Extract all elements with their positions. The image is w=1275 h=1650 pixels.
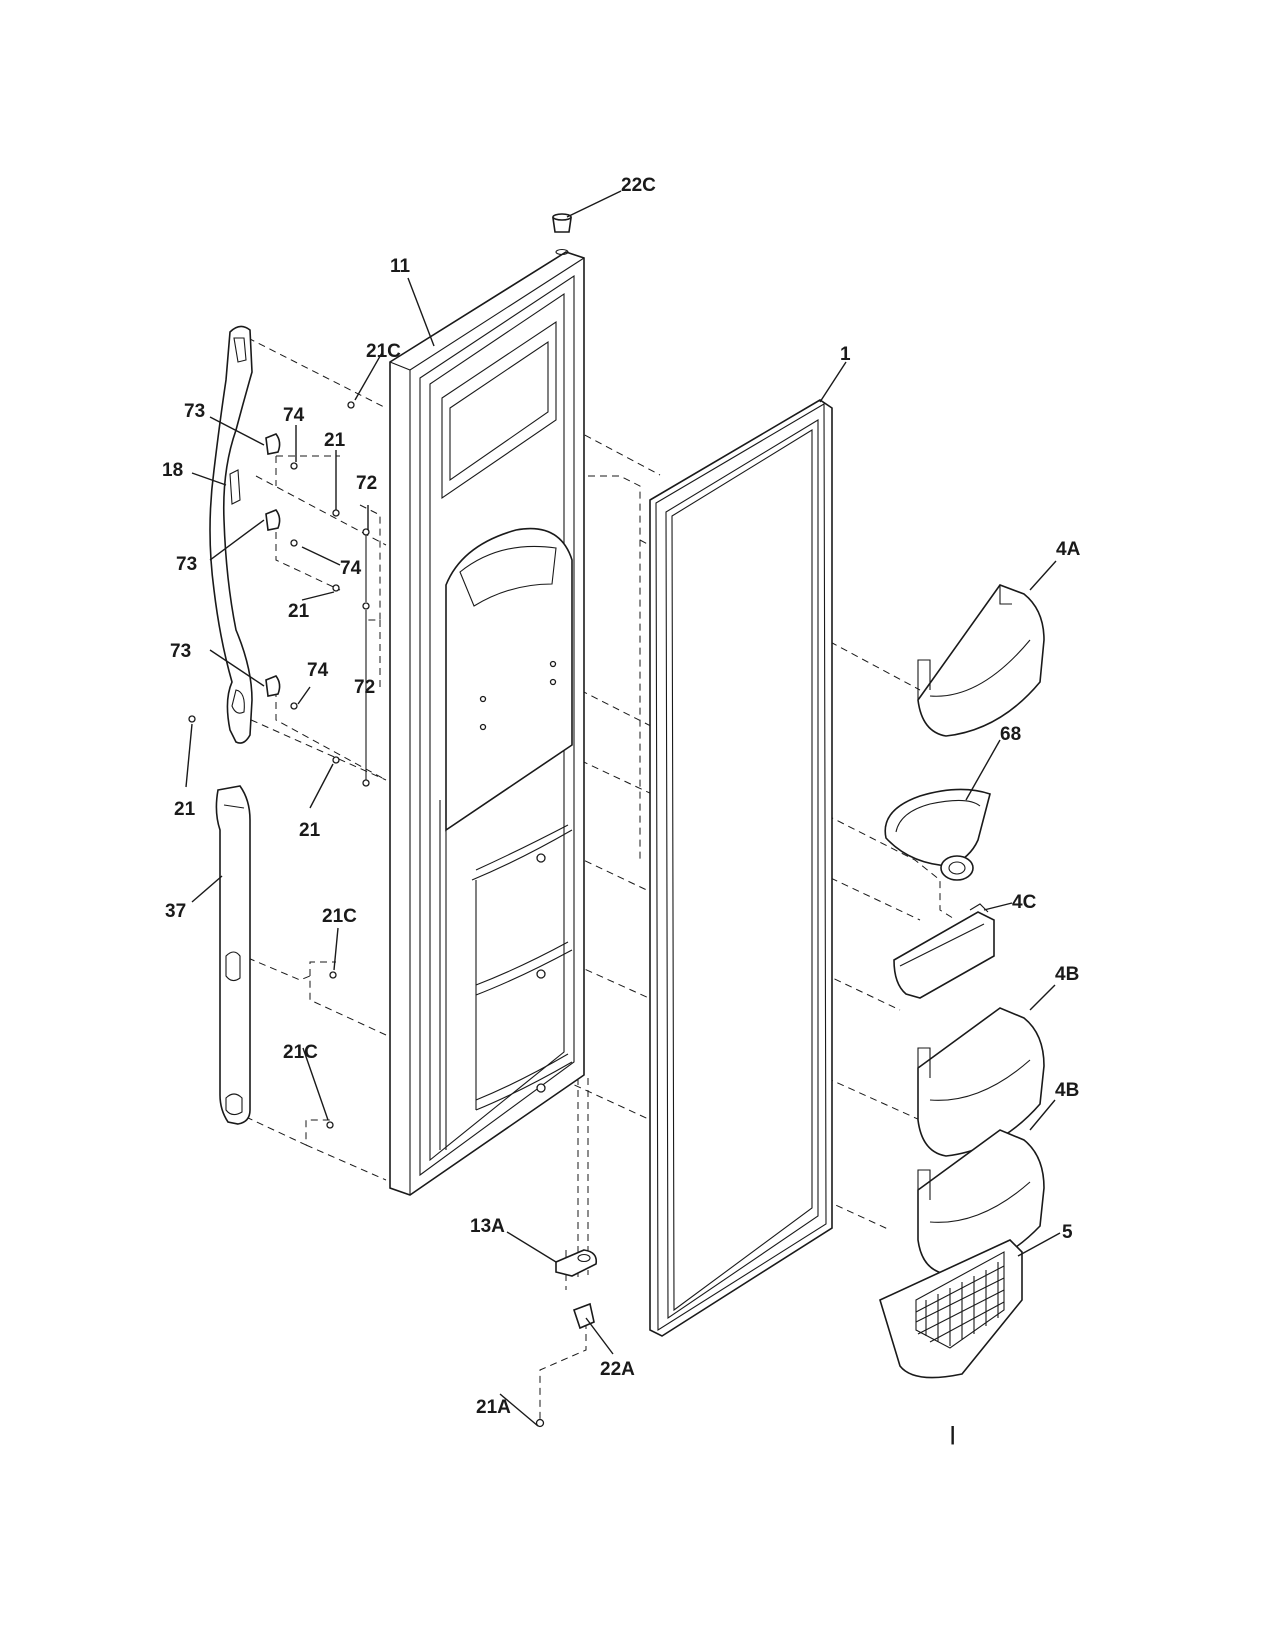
label-73-b: 73 (176, 554, 197, 575)
label-21-d: 21 (299, 820, 321, 841)
door-panel-11 (389, 251, 585, 1196)
label-37: 37 (165, 901, 186, 922)
label-72-a: 72 (356, 473, 377, 494)
label-21c-mid: 21C (322, 906, 357, 927)
label-11: 11 (390, 256, 411, 277)
label-21c-low: 21C (283, 1042, 318, 1063)
upper-handle-18 (209, 325, 253, 744)
label-4b-b: 4B (1055, 1080, 1079, 1101)
label-21-c: 21 (174, 799, 196, 820)
label-68: 68 (1000, 724, 1021, 745)
dispenser-chute-68 (884, 788, 991, 881)
door-bin-4b-upper (917, 1007, 1045, 1157)
label-21-a: 21 (324, 430, 346, 451)
lower-handle-37 (215, 785, 251, 1125)
label-74-c: 74 (307, 660, 329, 681)
assembly-guide-lines (239, 337, 957, 1420)
callout-labels: 22C 11 21C 1 73 74 21 18 72 73 74 21 73 … (162, 175, 1081, 1445)
door-bin-4a (917, 584, 1045, 737)
label-4b-a: 4B (1055, 964, 1079, 985)
hinge-cap-22c (552, 213, 572, 256)
label-74-a: 74 (283, 405, 305, 426)
leader-lines (185, 190, 1061, 1427)
label-22c: 22C (621, 175, 656, 196)
wire-basket-bin-5 (879, 1239, 1023, 1379)
label-4a: 4A (1056, 539, 1081, 560)
label-72-b: 72 (354, 677, 375, 698)
door-bin-4c (893, 903, 995, 999)
label-1: 1 (840, 344, 851, 365)
label-13a: 13A (470, 1216, 505, 1237)
label-21-b: 21 (288, 601, 310, 622)
label-5: 5 (1062, 1222, 1073, 1243)
label-73-a: 73 (184, 401, 205, 422)
label-74-b: 74 (340, 558, 362, 579)
footer-mark: | (950, 1424, 955, 1445)
label-73-c: 73 (170, 641, 191, 662)
door-gasket-1 (649, 399, 833, 1337)
label-4c: 4C (1012, 892, 1037, 913)
clips-and-screws (188, 401, 370, 1129)
label-18: 18 (162, 460, 183, 481)
label-21c-top: 21C (366, 341, 401, 362)
label-21a: 21A (476, 1397, 511, 1418)
label-22a: 22A (600, 1359, 635, 1380)
